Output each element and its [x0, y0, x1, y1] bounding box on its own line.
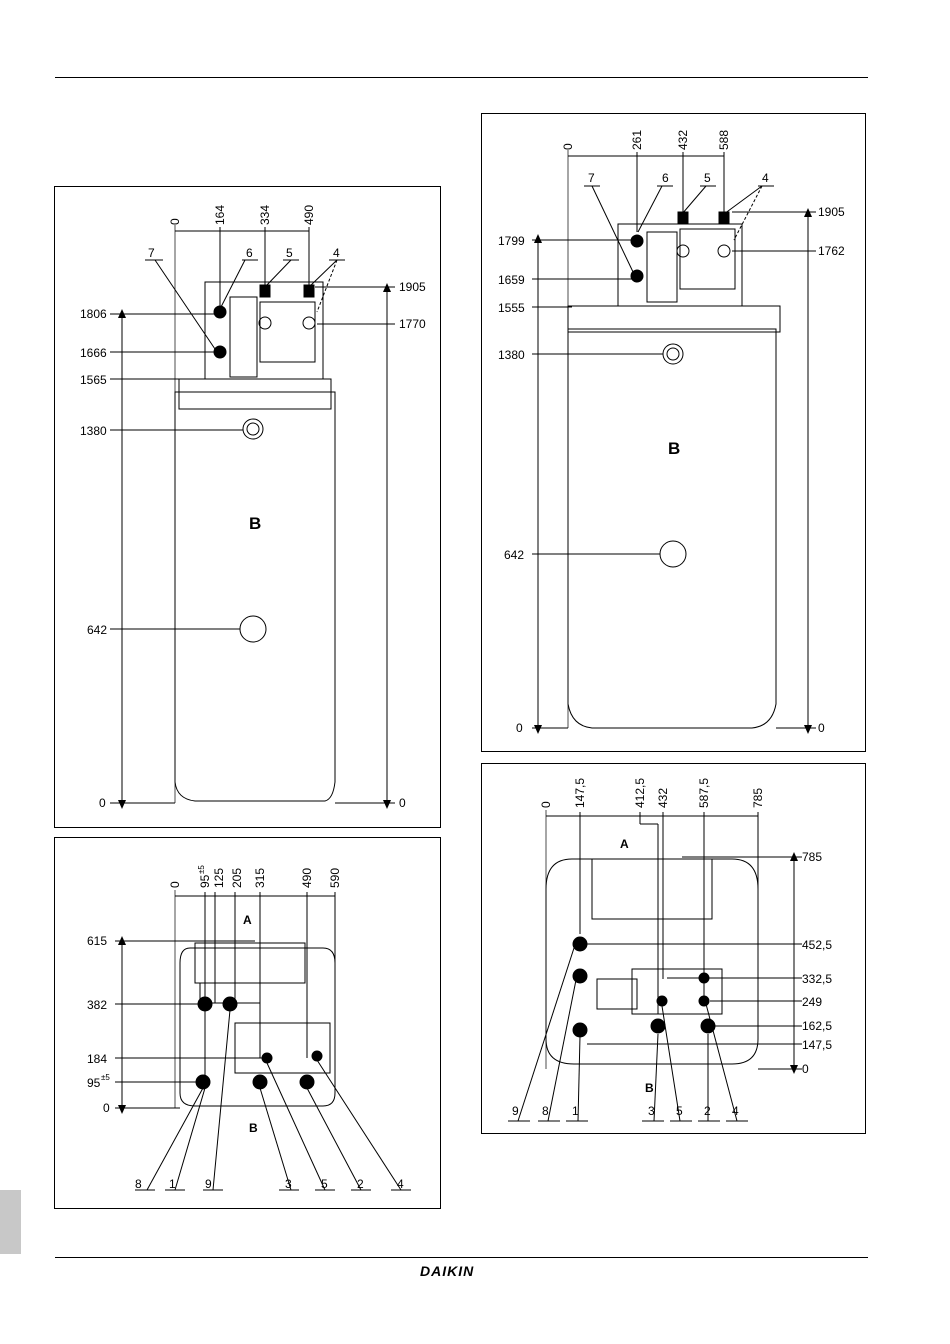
top-right-dim-452-5: 452,5 [802, 938, 832, 952]
front-right-callout-6: 6 [662, 171, 669, 185]
top-left-dim-590: 590 [328, 868, 342, 888]
top-right-callout-8: 8 [542, 1104, 549, 1118]
top-left-dim-0: 0 [168, 881, 182, 888]
top-left-dim-95-tol: ±5 [197, 865, 206, 874]
front-right-dim-0: 0 [516, 721, 523, 735]
front-left-dim-1770: 1770 [399, 317, 426, 331]
top-right-dim-412-5: 412,5 [633, 778, 647, 808]
footer-rule [55, 1257, 868, 1258]
top-left-callout-5: 5 [321, 1177, 328, 1191]
top-right-dim-785-top: 785 [751, 788, 765, 808]
top-left-dim-95-left-tol: ±5 [101, 1073, 110, 1082]
top-left-dim-95: 95 [198, 874, 212, 888]
top-left-dim-490: 490 [300, 868, 314, 888]
top-left-label-a: A [243, 913, 252, 927]
page-edge-tab [0, 1190, 21, 1254]
top-right-dim-0: 0 [539, 801, 553, 808]
top-right-dim-249: 249 [802, 995, 822, 1009]
front-left-callout-5: 5 [286, 246, 293, 260]
top-view-right-panel: 0 147,5 412,5 432 587,5 785 A B 785 452,… [481, 763, 866, 1134]
top-left-callout-2: 2 [357, 1177, 364, 1191]
front-view-right-panel: 0 261 432 588 7 6 5 4 1799 1659 1555 138… [481, 113, 866, 752]
top-right-label-b: B [645, 1081, 654, 1095]
front-left-tank-label: B [249, 514, 261, 533]
top-left-callout-1: 1 [169, 1177, 176, 1191]
front-left-dim-1380: 1380 [80, 424, 107, 438]
daikin-logo: DAIKIN [420, 1263, 474, 1279]
front-right-callout-7: 7 [588, 171, 595, 185]
top-right-callout-3: 3 [648, 1104, 655, 1118]
front-left-callout-7: 7 [148, 246, 155, 260]
top-right-dim-332-5: 332,5 [802, 972, 832, 986]
top-left-dim-0-left: 0 [103, 1101, 110, 1115]
top-right-dim-785: 785 [802, 850, 822, 864]
front-left-dim-1905: 1905 [399, 280, 426, 294]
top-right-label-a: A [620, 837, 629, 851]
front-right-top-dim-3: 588 [717, 130, 731, 150]
top-right-callout-9: 9 [512, 1104, 519, 1118]
front-left-top-dim-2: 334 [258, 205, 272, 225]
front-left-dim-right-0: 0 [399, 796, 406, 810]
top-view-left-panel: 0 95 ±5 125 205 315 490 590 A B 615 382 … [54, 837, 441, 1209]
front-left-dim-1666: 1666 [80, 346, 107, 360]
front-right-top-dim-1: 261 [630, 130, 644, 150]
top-right-dim-162-5: 162,5 [802, 1019, 832, 1033]
top-right-callout-2: 2 [704, 1104, 711, 1118]
top-left-callout-4: 4 [397, 1177, 404, 1191]
header-rule [55, 77, 868, 78]
top-left-callout-9: 9 [205, 1177, 212, 1191]
front-left-top-dim-3: 490 [302, 205, 316, 225]
front-view-left-panel: 0 164 334 490 7 6 5 4 1806 1666 1565 138… [54, 186, 441, 828]
front-right-top-dim-0: 0 [561, 143, 575, 150]
top-left-dim-205: 205 [230, 868, 244, 888]
front-right-dim-right-0: 0 [818, 721, 825, 735]
front-view-right-diagram: 0 261 432 588 7 6 5 4 1799 1659 1555 138… [482, 114, 865, 751]
front-right-dim-1380: 1380 [498, 348, 525, 362]
front-right-dim-1762: 1762 [818, 244, 845, 258]
front-left-dim-1806: 1806 [80, 307, 107, 321]
front-left-dim-1565: 1565 [80, 373, 107, 387]
top-left-dim-184: 184 [87, 1052, 107, 1066]
top-left-dim-615: 615 [87, 934, 107, 948]
top-right-callout-5: 5 [676, 1104, 683, 1118]
top-view-right-diagram: 0 147,5 412,5 432 587,5 785 A B 785 452,… [482, 764, 865, 1133]
front-right-callout-4: 4 [762, 171, 769, 185]
tank-body [175, 392, 335, 801]
front-right-tank-label: B [668, 439, 680, 458]
top-right-callout-1: 1 [572, 1104, 579, 1118]
front-right-dim-642: 642 [504, 548, 524, 562]
top-left-dim-95-left: 95 [87, 1076, 101, 1090]
top-left-dim-125: 125 [212, 868, 226, 888]
tank-body [568, 329, 776, 728]
top-left-callout-3: 3 [285, 1177, 292, 1191]
top-right-dim-432: 432 [656, 788, 670, 808]
front-view-left-diagram: 0 164 334 490 7 6 5 4 1806 1666 1565 138… [55, 187, 440, 827]
top-right-callout-4: 4 [732, 1104, 739, 1118]
top-left-dim-315: 315 [253, 868, 267, 888]
front-left-top-dim-1: 164 [213, 205, 227, 225]
front-right-dim-1555: 1555 [498, 301, 525, 315]
top-right-dim-147-5-right: 147,5 [802, 1038, 832, 1052]
top-right-dim-147-5: 147,5 [573, 778, 587, 808]
front-right-top-dim-2: 432 [676, 130, 690, 150]
top-view-left-diagram: 0 95 ±5 125 205 315 490 590 A B 615 382 … [55, 838, 440, 1208]
front-right-dim-1799: 1799 [498, 234, 525, 248]
front-right-dim-1905: 1905 [818, 205, 845, 219]
front-left-callout-4: 4 [333, 246, 340, 260]
top-left-label-b: B [249, 1121, 258, 1135]
front-left-callout-6: 6 [246, 246, 253, 260]
top-left-callout-8: 8 [135, 1177, 142, 1191]
front-left-top-dim-0: 0 [168, 218, 182, 225]
top-right-dim-587-5: 587,5 [697, 778, 711, 808]
front-right-callout-5: 5 [704, 171, 711, 185]
front-left-dim-0: 0 [99, 796, 106, 810]
top-right-dim-0-right: 0 [802, 1062, 809, 1076]
front-right-dim-1659: 1659 [498, 273, 525, 287]
front-left-dim-642: 642 [87, 623, 107, 637]
top-left-dim-382: 382 [87, 998, 107, 1012]
